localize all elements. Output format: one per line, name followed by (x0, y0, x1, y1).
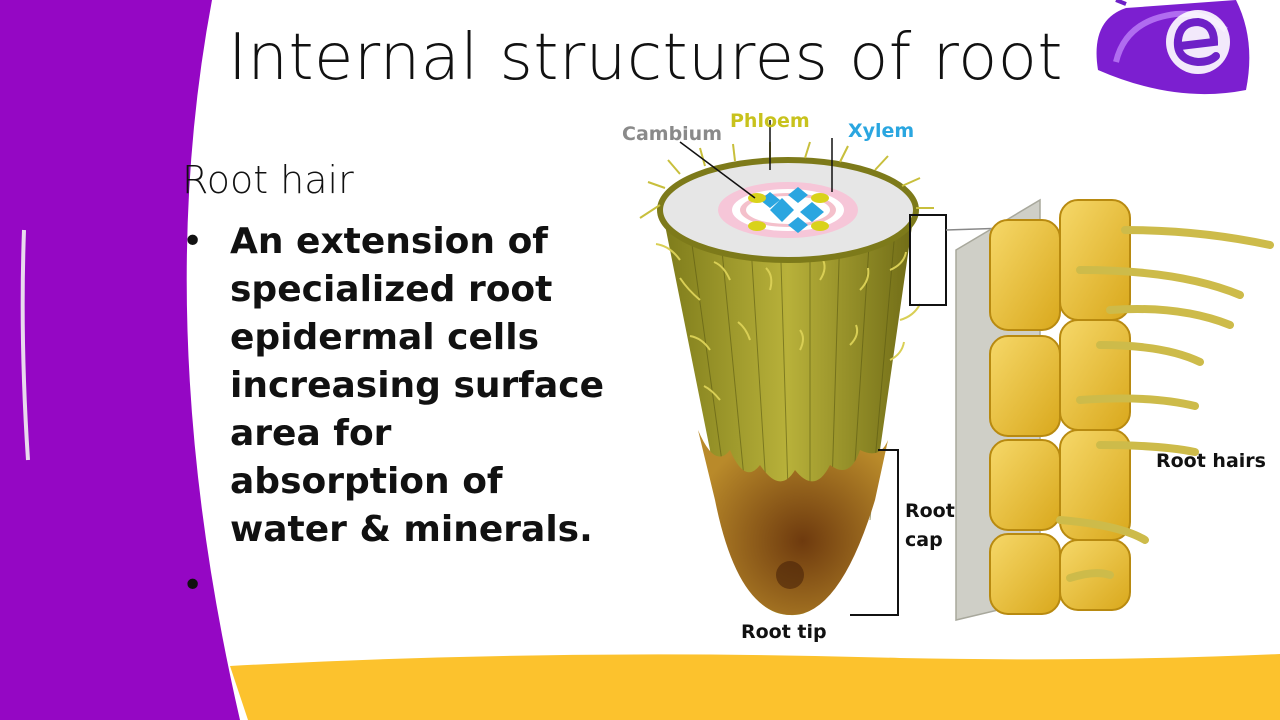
phloem-patch (748, 221, 766, 231)
slide-subheading: Root hair (182, 158, 354, 202)
slide-title: Internal structures of root (228, 21, 1063, 95)
phloem-patch (811, 193, 829, 203)
band-highlight (20, 229, 30, 461)
label-phloem: Phloem (730, 110, 810, 132)
e-logo-icon (1096, 0, 1250, 95)
yellow-bottom-wave (230, 654, 1280, 720)
zoom-box (909, 214, 947, 306)
bullet-item: An extension of specialized root epiderm… (182, 218, 622, 554)
purple-side-band (0, 0, 240, 720)
magnified-epidermis (955, 198, 1274, 621)
label-root-cap-line2: cap (905, 529, 943, 551)
phloem-patch (811, 221, 829, 231)
label-root-cap-line1: Root (905, 500, 955, 522)
cross-section (639, 141, 934, 263)
empty-bullet: • (182, 565, 204, 606)
surface-hairs (655, 243, 921, 401)
label-root-tip: Root tip (741, 621, 827, 643)
label-cambium: Cambium (622, 123, 722, 145)
root-cap-bracket (850, 449, 899, 616)
root-hair-strands (1056, 226, 1274, 582)
bullet-list: An extension of specialized root epiderm… (182, 218, 622, 554)
xylem-region (760, 187, 824, 233)
root-cap (698, 430, 888, 615)
label-root-hairs: Root hairs (1156, 450, 1266, 472)
label-xylem: Xylem (848, 120, 914, 142)
root-diagram: Cambium Phloem Xylem Root hairs Root cap… (622, 110, 1274, 643)
cambium-pointer (679, 141, 756, 199)
rim-hairs (639, 141, 934, 219)
